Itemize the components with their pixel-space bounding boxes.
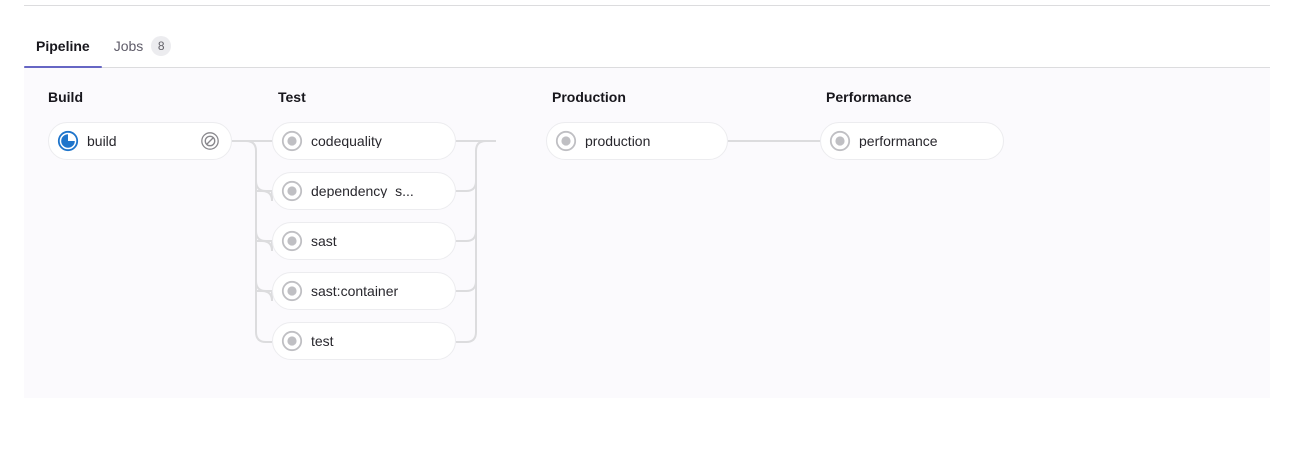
tab-label: Pipeline: [36, 38, 90, 54]
job-node[interactable]: dependency_s...: [272, 172, 456, 210]
status-created-icon: [281, 330, 303, 352]
cancel-icon[interactable]: [200, 131, 220, 151]
tab-bar: Pipeline Jobs 8: [24, 24, 1270, 68]
job-name: dependency_s...: [311, 184, 414, 198]
tab-pipeline[interactable]: Pipeline: [24, 24, 102, 68]
job-name: codequality: [311, 134, 382, 148]
status-running-icon: [57, 130, 79, 152]
job-name: test: [311, 334, 334, 348]
job-link[interactable]: sast: [281, 230, 445, 252]
job-node[interactable]: sast: [272, 222, 456, 260]
tab-jobs[interactable]: Jobs 8: [102, 24, 184, 68]
job-name: build: [87, 134, 117, 148]
active-tab-indicator: [24, 66, 102, 68]
cancel-job-button[interactable]: [199, 130, 221, 152]
status-created-icon: [281, 280, 303, 302]
stage-title: Test: [278, 89, 306, 105]
status-created-icon: [555, 130, 577, 152]
tab-count-badge: 8: [151, 36, 172, 56]
job-node[interactable]: sast:container: [272, 272, 456, 310]
job-node[interactable]: codequality: [272, 122, 456, 160]
job-name: performance: [859, 134, 938, 148]
tab-label: Jobs: [113, 38, 144, 54]
job-node[interactable]: production: [546, 122, 728, 160]
job-node[interactable]: test: [272, 322, 456, 360]
job-name: sast:container: [311, 284, 399, 298]
pipeline-connectors: [232, 140, 820, 343]
job-link[interactable]: test: [281, 330, 445, 352]
job-link[interactable]: performance: [829, 130, 993, 152]
job-link[interactable]: sast:container: [281, 280, 445, 302]
job-name: production: [585, 134, 651, 148]
pipeline-graph-panel: Build build Test codequality dependency_…: [24, 68, 1270, 398]
stage-title: Production: [552, 89, 626, 105]
job-node[interactable]: performance: [820, 122, 1004, 160]
stage-job-list: build: [48, 122, 232, 172]
job-name: sast: [311, 234, 337, 248]
stage-title: Performance: [826, 89, 912, 105]
tab-list: Pipeline Jobs 8: [24, 24, 183, 68]
status-created-icon: [281, 230, 303, 252]
stage-job-list: codequality dependency_s... sast sast:co…: [272, 122, 456, 372]
stage-job-list: production: [546, 122, 728, 172]
job-link[interactable]: build: [57, 130, 193, 152]
job-node[interactable]: build: [48, 122, 232, 160]
tab-bar-border: [24, 67, 1270, 68]
job-link[interactable]: codequality: [281, 130, 445, 152]
stage-job-list: performance: [820, 122, 1004, 172]
stage-title: Build: [48, 89, 83, 105]
job-link[interactable]: production: [555, 130, 717, 152]
status-created-icon: [281, 130, 303, 152]
job-link[interactable]: dependency_s...: [281, 180, 445, 202]
status-created-icon: [829, 130, 851, 152]
top-divider: [24, 5, 1270, 6]
status-created-icon: [281, 180, 303, 202]
